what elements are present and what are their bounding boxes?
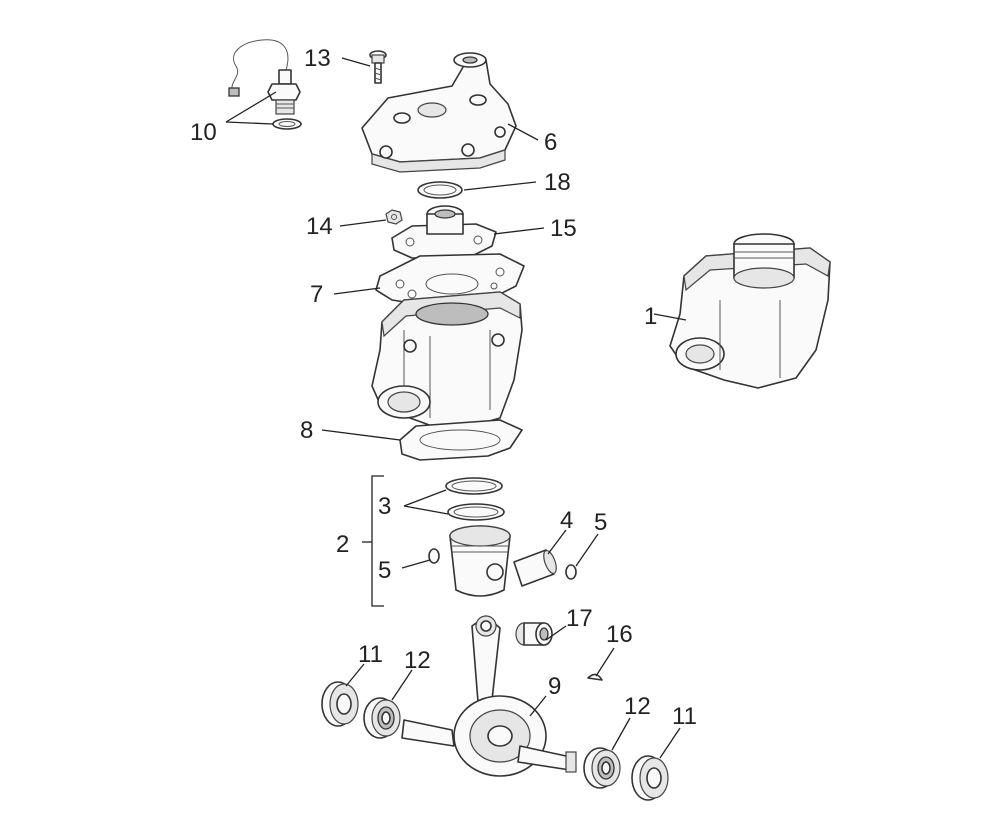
label-9: 9 [548, 673, 561, 700]
part-12-bearing-right [583, 747, 621, 789]
part-15-head-insert [391, 205, 497, 277]
part-labels: 1 2 3 4 5 5 6 7 8 9 10 11 11 12 12 13 14… [190, 45, 697, 730]
cylinder-block [371, 291, 523, 431]
label-8: 8 [300, 417, 313, 444]
part-11-oil-seal-left [321, 681, 359, 727]
part-6-cylinder-head [361, 52, 517, 173]
part-9-crankshaft [401, 615, 577, 777]
label-7: 7 [310, 281, 323, 308]
label-4: 4 [560, 507, 573, 534]
part-16-key [587, 673, 603, 681]
part-8-base-gasket [399, 419, 523, 461]
part-13-bolt [369, 50, 387, 84]
label-17: 17 [566, 605, 593, 632]
part-12-bearing-left [363, 697, 401, 739]
label-13: 13 [304, 45, 331, 72]
part-11-oil-seal-right [631, 755, 669, 801]
part-1-cylinder-assembly [669, 233, 831, 389]
label-16: 16 [606, 621, 633, 648]
part-17-needle-bearing [515, 622, 553, 646]
piston [449, 525, 511, 597]
part-5-circlip-right [565, 564, 577, 580]
label-3: 3 [378, 493, 391, 520]
label-12-right: 12 [624, 693, 651, 720]
label-10: 10 [190, 119, 217, 146]
part-5-circlip-left [428, 548, 440, 564]
label-15: 15 [550, 215, 577, 242]
label-11-left: 11 [358, 641, 383, 668]
part-3-piston-rings [445, 477, 505, 521]
label-14: 14 [306, 213, 333, 240]
label-12-left: 12 [404, 647, 431, 674]
label-6: 6 [544, 129, 557, 156]
group-2-bracket [362, 475, 384, 607]
leader-lines [225, 57, 687, 759]
label-5-left: 5 [378, 557, 391, 584]
label-2: 2 [336, 531, 349, 558]
part-10-temperature-sensor [228, 39, 302, 130]
part-18-o-ring [417, 181, 463, 199]
part-4-piston-pin [513, 549, 557, 587]
label-11-right: 11 [672, 703, 697, 730]
label-18: 18 [544, 169, 571, 196]
part-14-nut [385, 209, 403, 225]
label-1: 1 [644, 303, 657, 330]
label-5-right: 5 [594, 509, 607, 536]
